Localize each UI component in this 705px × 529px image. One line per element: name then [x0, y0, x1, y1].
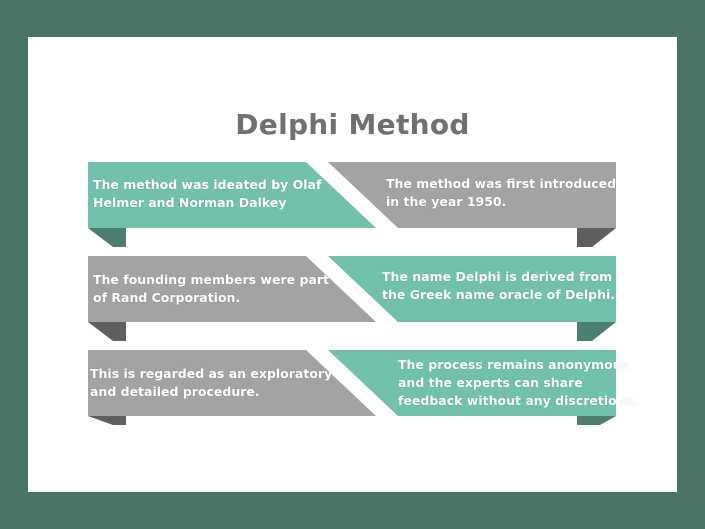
text-line: the Greek name oracle of Delphi. — [382, 287, 616, 302]
banner-left-3 — [88, 350, 376, 416]
text-line: The founding members were part — [93, 272, 329, 287]
slide-title: Delphi Method — [235, 108, 470, 141]
banner-right-3 — [328, 350, 616, 416]
text-line: of Rand Corporation. — [93, 290, 241, 305]
fold-left-3 — [88, 416, 126, 425]
banner-left-1-text: The method was ideated by Olaf Helmer an… — [93, 176, 321, 212]
text-line: and detailed procedure. — [90, 384, 260, 399]
banner-left-3-text: This is regarded as an exploratory and d… — [90, 365, 332, 401]
text-line: feedback without any discretions. — [398, 393, 638, 408]
text-line: and the experts can share — [398, 375, 583, 390]
banner-right-1-text: The method was first introduced in the y… — [386, 175, 616, 211]
fold-left-1 — [88, 228, 126, 247]
fold-right-2 — [577, 322, 616, 341]
text-line: The process remains anonymous — [398, 357, 630, 372]
fold-left-2 — [88, 322, 126, 341]
text-line: Helmer and Norman Dalkey — [93, 195, 287, 210]
banner-right-3-text: The process remains anonymous and the ex… — [398, 356, 638, 410]
banner-left-2 — [88, 256, 376, 322]
banner-left-1 — [88, 162, 376, 228]
text-line: The method was first introduced — [386, 176, 617, 191]
banner-right-1 — [328, 162, 616, 228]
banner-right-2-text: The name Delphi is derived from the Gree… — [382, 268, 615, 304]
text-line: This is regarded as an exploratory — [90, 366, 333, 381]
banner-right-2 — [328, 256, 616, 322]
fold-right-3 — [577, 416, 616, 425]
banner-left-2-text: The founding members were part of Rand C… — [93, 271, 329, 307]
fold-right-1 — [577, 228, 616, 247]
text-line: The name Delphi is derived from — [382, 269, 613, 284]
text-line: The method was ideated by Olaf — [93, 177, 322, 192]
text-line: in the year 1950. — [386, 194, 507, 209]
